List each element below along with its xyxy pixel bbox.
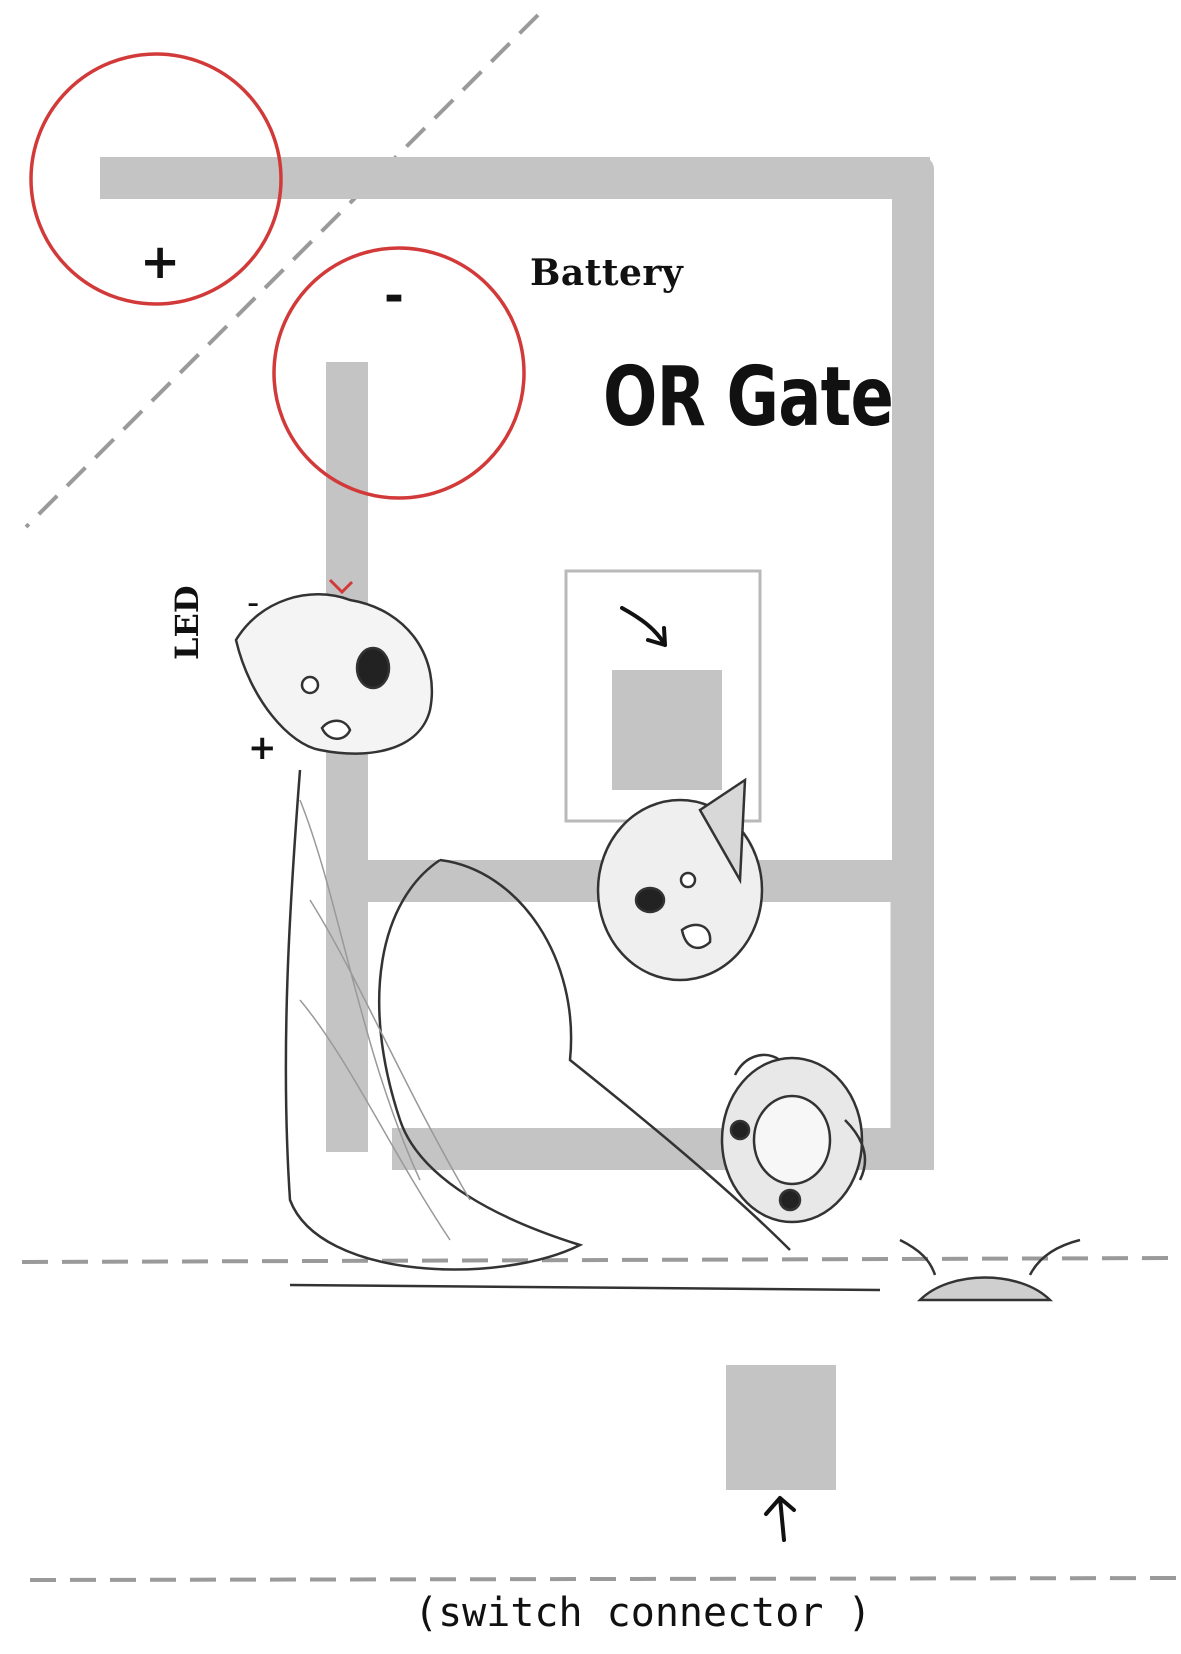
battery-plus-circle (29, 52, 283, 306)
battery-minus-sign: - (384, 268, 404, 324)
arrow-down-right-icon (620, 606, 667, 647)
diagonal-dashed-line (24, 13, 540, 529)
arrow-up-icon (764, 1496, 796, 1542)
wire-traces (100, 157, 934, 1170)
horizontal-dashed-line-upper (21, 1256, 1181, 1264)
switch-pad-lower (726, 1365, 836, 1490)
creature-sketch (234, 578, 1081, 1302)
wire-top (100, 157, 930, 199)
horizontal-dashed-line-lower (29, 1576, 1181, 1582)
led-minus-sign: - (247, 583, 260, 623)
led-label: LED (168, 585, 206, 660)
battery-label: Battery (530, 252, 684, 294)
battery-plus-sign: + (140, 234, 181, 290)
wire-right (892, 157, 934, 1167)
battery-minus-circle (272, 246, 526, 500)
switch-pad-upper (612, 670, 722, 790)
led-plus-sign: + (248, 728, 277, 768)
diagram-title: OR Gate (603, 350, 894, 445)
switch-connector-caption: (switch connector ) (414, 1590, 872, 1636)
